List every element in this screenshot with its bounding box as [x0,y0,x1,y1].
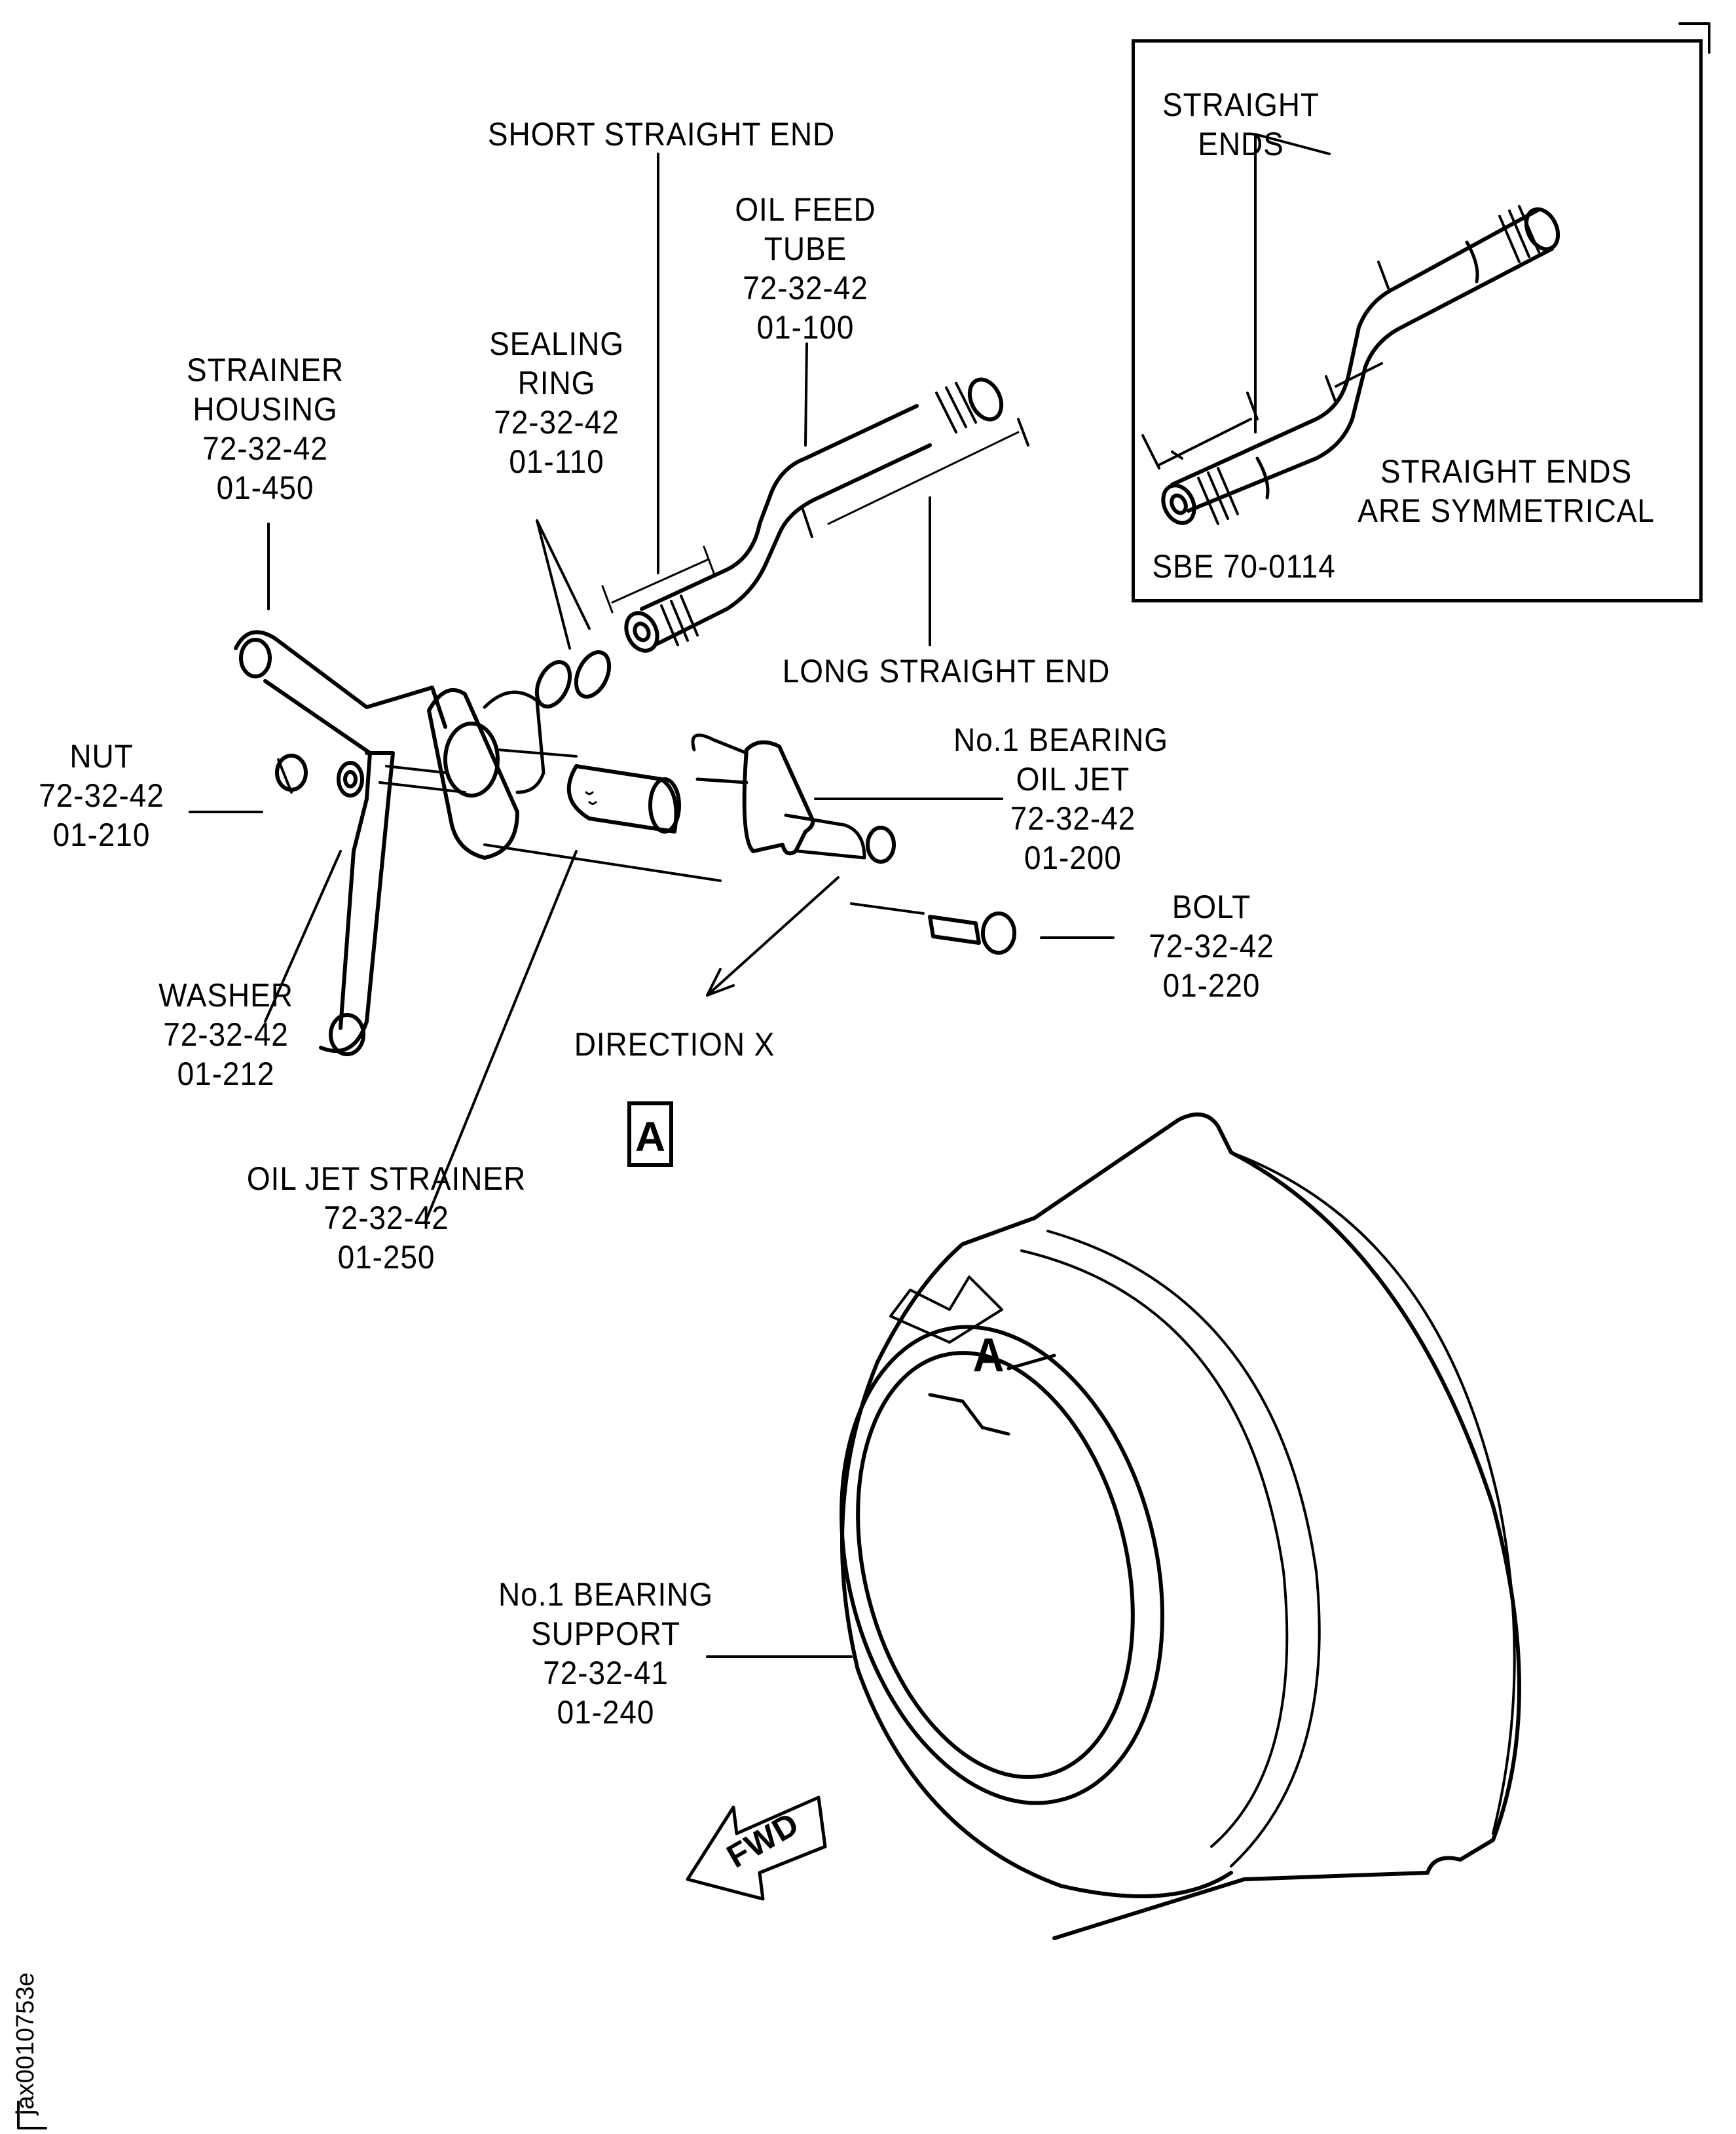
bearing-support-housing [840,1113,1521,1940]
part-label-bearing-support: No.1 BEARING SUPPORT 72-32-41 01-240 [498,1576,714,1731]
long-straight-end-label: LONG STRAIGHT END [782,653,1111,690]
figure-id: jax0010753e [12,1972,39,2115]
part-label-strainer-housing: STRAINER HOUSING 72-32-42 01-450 [187,352,344,506]
inset-symmetrical-note: STRAIGHT ENDS ARE SYMMETRICAL [1357,453,1655,529]
bolt [850,902,1016,955]
leader-lines [189,153,1115,1658]
inset-straight-ends-label: STRAIGHT ENDS [1162,86,1320,162]
part-label-bolt: BOLT 72-32-42 01-220 [1149,889,1274,1004]
inset-bulletin-ref: SBE 70-0114 [1152,548,1336,585]
direction-x-label: DIRECTION X [574,1026,775,1063]
strainer-housing [234,630,545,1056]
part-label-nut: NUT 72-32-42 01-210 [39,738,164,853]
sealing-rings [534,650,612,708]
view-a-box: A [627,1101,673,1167]
short-straight-end-label: SHORT STRAIGHT END [487,116,836,153]
inset-oil-feed-tube [1141,133,1561,525]
inset-panel [1132,39,1703,602]
oil-jet-strainer [566,764,681,834]
crop-mark-bottom-left [17,2101,47,2129]
fwd-arrow-icon [686,1795,827,1901]
bearing-oil-jet [691,733,896,864]
part-label-washer: WASHER 72-32-42 01-212 [158,977,293,1092]
nut-and-washer [275,748,722,882]
oil-feed-tube [601,377,1029,653]
view-a-marker: A [972,1329,1005,1382]
part-label-oil-feed-tube: OIL FEED TUBE 72-32-42 01-100 [735,191,876,346]
part-label-bearing-oil-jet: No.1 BEARING OIL JET 72-32-42 01-200 [953,722,1169,876]
crop-mark-top-right [1678,22,1710,54]
part-label-sealing-ring: SEALING RING 72-32-42 01-110 [489,325,624,480]
part-label-oil-jet-strainer: OIL JET STRAINER 72-32-42 01-250 [246,1160,526,1276]
